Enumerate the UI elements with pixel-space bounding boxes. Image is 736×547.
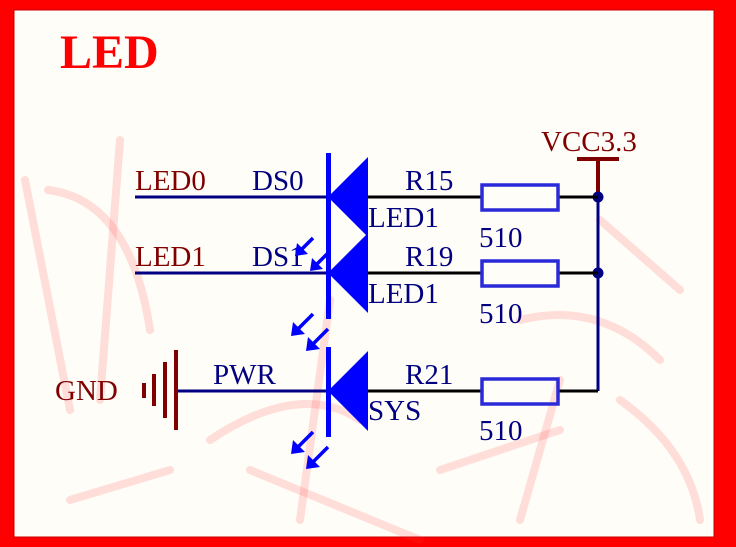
led-diode-symbol bbox=[328, 233, 368, 313]
light-emission-arrows bbox=[291, 236, 330, 469]
resistor-symbol bbox=[480, 259, 560, 288]
led-cathode-bar bbox=[326, 347, 331, 437]
gnd-label: GND bbox=[55, 375, 118, 407]
led-part-label: LED1 bbox=[368, 278, 439, 310]
sheet-inner-border bbox=[13, 9, 715, 538]
resistor-value: 510 bbox=[479, 222, 523, 254]
emission-arrow bbox=[291, 312, 315, 336]
led-cathode-bar bbox=[326, 229, 331, 319]
resistor-symbol bbox=[480, 183, 560, 212]
vcc-symbol bbox=[577, 157, 619, 197]
vcc-label: VCC3.3 bbox=[541, 126, 637, 158]
emission-arrow bbox=[306, 327, 330, 351]
watermark bbox=[21, 136, 704, 544]
emission-arrow bbox=[310, 251, 330, 271]
schematic-title: LED bbox=[60, 26, 159, 79]
resistor-symbol bbox=[480, 377, 560, 406]
led-diode-symbol bbox=[328, 351, 368, 431]
pwr-channel bbox=[178, 347, 598, 437]
net-label: LED0 bbox=[135, 165, 206, 197]
resistor-value: 510 bbox=[479, 415, 523, 447]
net-label: PWR bbox=[213, 359, 277, 391]
emission-arrow bbox=[295, 236, 315, 256]
resistor-value: 510 bbox=[479, 298, 523, 330]
led-cathode-bar bbox=[326, 153, 331, 243]
net-label: LED1 bbox=[135, 241, 206, 273]
led0-channel bbox=[135, 153, 598, 243]
led1-channel bbox=[135, 229, 598, 319]
resistor-designator: R19 bbox=[405, 241, 453, 273]
emission-arrow bbox=[306, 445, 330, 469]
led-designator: DS0 bbox=[252, 165, 304, 197]
led-designator: DS1 bbox=[252, 241, 304, 273]
led-diode-symbol bbox=[328, 157, 368, 237]
emission-arrow bbox=[291, 430, 315, 454]
ground-symbol bbox=[142, 350, 178, 430]
resistor-designator: R21 bbox=[405, 359, 453, 391]
led-part-label: SYS bbox=[368, 395, 421, 427]
led-part-label: LED1 bbox=[368, 202, 439, 234]
resistor-designator: R15 bbox=[405, 165, 453, 197]
